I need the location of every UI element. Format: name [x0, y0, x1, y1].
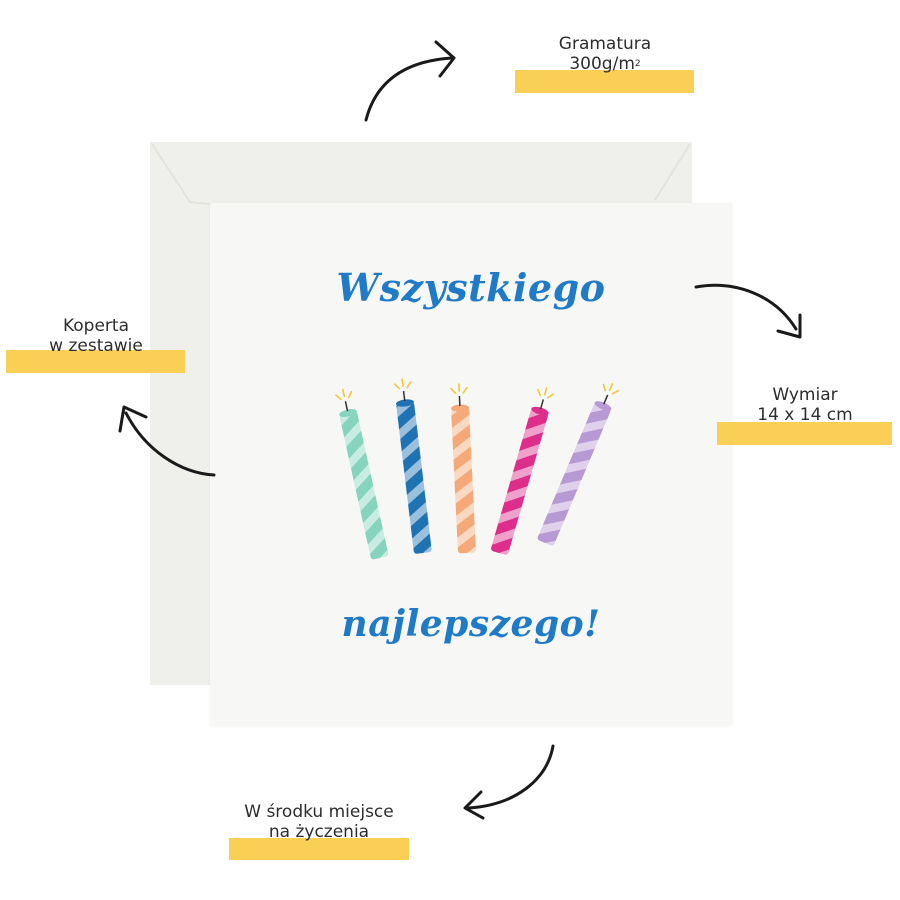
greeting-line-bottom: najlepszego!	[341, 603, 601, 645]
greeting-line-top: Wszystkiego	[336, 265, 606, 310]
envelope-flap-lines	[151, 143, 691, 205]
label-size-value: 14 x 14 cm	[757, 405, 853, 425]
label-envelope-value: w zestawie	[49, 336, 143, 356]
highlight-bar	[229, 838, 409, 860]
arrow-inside-icon	[463, 744, 555, 820]
arrow-envelope-icon	[118, 405, 216, 477]
label-size-title: Wymiar	[772, 385, 838, 405]
label-envelope: Koperta w zestawie	[6, 316, 186, 373]
candle	[537, 383, 619, 546]
arrow-size-icon	[694, 283, 802, 339]
label-weight-value: 300g/m2	[569, 54, 641, 74]
greeting-card: Wszystkiego najlepszego!	[210, 203, 732, 725]
label-weight-title: Gramatura	[558, 34, 652, 54]
label-weight-superscript: 2	[634, 59, 641, 69]
label-inside: W środku miejsce na życzenia	[224, 802, 414, 860]
label-inside-title: W środku miejsce	[244, 802, 394, 822]
candle	[450, 383, 476, 554]
candle	[335, 388, 389, 560]
candles-illustration	[335, 378, 619, 560]
highlight-bar	[6, 350, 185, 373]
arrow-weight-icon	[364, 40, 456, 122]
candle	[491, 387, 555, 555]
candle	[393, 378, 432, 554]
highlight-bar	[515, 70, 694, 93]
label-size: Wymiar 14 x 14 cm	[717, 385, 893, 445]
label-inside-value: na życzenia	[268, 822, 370, 842]
label-envelope-title: Koperta	[62, 316, 130, 336]
highlight-bar	[717, 422, 892, 445]
label-weight: Gramatura 300g/m2	[515, 34, 695, 93]
